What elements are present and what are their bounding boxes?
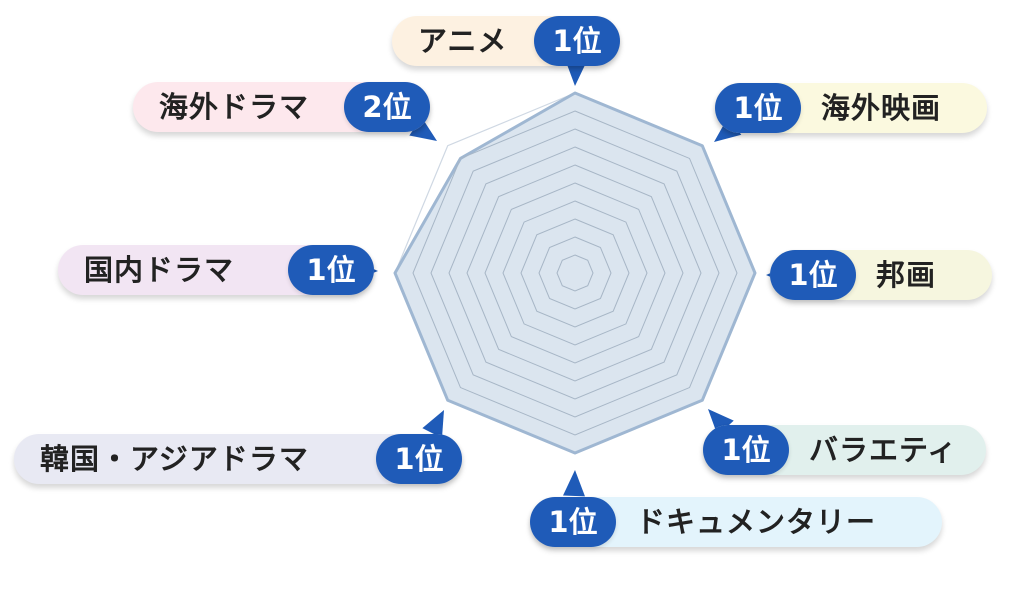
axis-label-text: 邦画 bbox=[876, 258, 937, 292]
axis-label: バラエティ 1位 bbox=[703, 425, 986, 475]
rank-badge-tail bbox=[409, 117, 437, 141]
rank-badge: 1位 bbox=[770, 250, 856, 300]
axis-label-text: アニメ bbox=[418, 24, 508, 58]
axis-label-text: 韓国・アジアドラマ bbox=[40, 442, 309, 476]
rank-badge: 1位 bbox=[534, 16, 620, 66]
rank-badge-tail bbox=[563, 470, 585, 497]
radar-grid-ring bbox=[412, 110, 738, 436]
radar-grid-ring bbox=[448, 146, 702, 400]
rank-badge-tail bbox=[708, 409, 734, 436]
axis-label: アニメ 1位 bbox=[392, 16, 620, 66]
rank-badge-tail bbox=[422, 410, 444, 439]
radar-grid-ring bbox=[484, 182, 666, 364]
axis-label-text: 海外映画 bbox=[821, 91, 942, 125]
axis-label: 韓国・アジアドラマ 1位 bbox=[14, 434, 462, 484]
rank-badge: 1位 bbox=[288, 245, 374, 295]
axis-label-text: ドキュメンタリー bbox=[636, 505, 877, 539]
radar-grid-ring bbox=[466, 164, 684, 382]
radar-grid-ring bbox=[502, 200, 648, 346]
axis-label: 国内ドラマ 1位 bbox=[58, 245, 374, 295]
axis-label-text: バラエティ bbox=[809, 433, 958, 467]
radar-grid-ring bbox=[430, 128, 720, 418]
axis-label: ドキュメンタリー 1位 bbox=[530, 497, 942, 547]
rank-badge: 2位 bbox=[344, 82, 430, 132]
radar-grid-ring bbox=[538, 236, 612, 310]
rank-badge: 1位 bbox=[715, 83, 801, 133]
rank-badge: 1位 bbox=[703, 425, 789, 475]
axis-label: 海外ドラマ 2位 bbox=[133, 82, 430, 132]
radar-grid-ring bbox=[556, 254, 594, 292]
axis-label: 邦画 1位 bbox=[770, 250, 992, 300]
rank-badge-tail bbox=[565, 59, 588, 86]
radar-grid-ring bbox=[520, 218, 630, 328]
radar-data-area bbox=[393, 91, 757, 455]
rank-badge: 1位 bbox=[530, 497, 616, 547]
axis-label: 海外映画 1位 bbox=[715, 83, 987, 133]
rank-badge: 1位 bbox=[376, 434, 462, 484]
axis-label-text: 国内ドラマ bbox=[84, 253, 235, 287]
axis-label-text: 海外ドラマ bbox=[159, 90, 310, 124]
